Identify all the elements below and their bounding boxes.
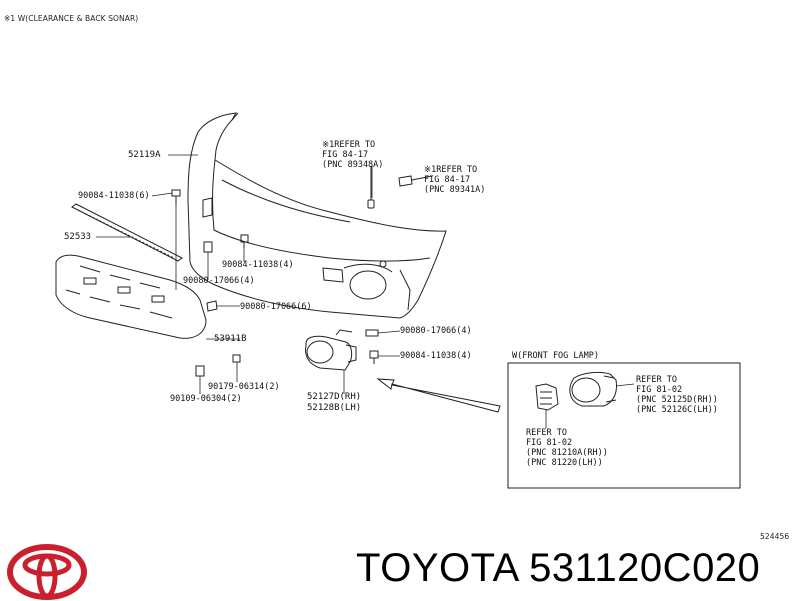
- label-refer-89348a: ※1REFER TO FIG 84-17 (PNC 89348A): [322, 140, 384, 170]
- figure-number: 524456: [760, 532, 790, 541]
- label-90084-11038-6: 90084-11038(6): [78, 191, 150, 201]
- lower-spoiler-drawing: [55, 254, 207, 339]
- fog-lamp-drawing: [305, 329, 357, 371]
- inset-title: W(FRONT FOG LAMP): [512, 351, 599, 361]
- label-90080-17066-4b: 90080-17066(4): [400, 326, 472, 336]
- toyota-logo-icon: [7, 544, 87, 600]
- label-53911b: 53911B: [214, 334, 247, 344]
- label-52533: 52533: [64, 232, 92, 242]
- inset-refer-bulb: REFER TO FIG 81-02 (PNC 81210A(RH)) (PNC…: [526, 428, 608, 468]
- sonar-sensor-1: [367, 199, 375, 209]
- clip-90179: [232, 354, 241, 363]
- label-90179-06314: 90179-06314(2): [208, 382, 280, 392]
- leader-lines: [96, 154, 401, 394]
- screw-90084-4a: [240, 234, 249, 248]
- inset-fog-bulb: [535, 383, 559, 428]
- retainer-strip-drawing: [71, 203, 183, 262]
- screw-90084-6: [171, 189, 181, 205]
- sonar-sensor-2: [398, 175, 413, 187]
- clip-90080-4b: [365, 329, 379, 337]
- label-52128b-lh: 52128B(LH): [307, 403, 362, 413]
- screw-90084-4b: [369, 350, 379, 364]
- clip-90080-6: [206, 300, 218, 312]
- bumper-cover-drawing: [187, 112, 447, 319]
- brand-part-number: TOYOTA 531120C020: [356, 546, 761, 590]
- label-90109-06304: 90109-06304(2): [170, 394, 242, 404]
- label-refer-89341a: ※1REFER TO FIG 84-17 (PNC 89341A): [424, 165, 486, 195]
- label-52127d-rh: 52127D(RH): [307, 392, 362, 402]
- label-90080-17066-6: 90080-17066(6): [240, 302, 312, 312]
- screw-90109: [195, 365, 205, 377]
- label-90084-11038-4a: 90084-11038(4): [222, 260, 294, 270]
- label-90084-11038-4b: 90084-11038(4): [400, 351, 472, 361]
- inset-fog-lamp-unit: [569, 371, 635, 407]
- header-note: ※1 W(CLEARANCE & BACK SONAR): [4, 14, 139, 23]
- inset-frame: [507, 362, 741, 489]
- label-90080-17066-4a: 90080-17066(4): [183, 276, 255, 286]
- label-52119a: 52119A: [128, 150, 161, 160]
- clip-90080-4a: [203, 241, 213, 253]
- inset-pointer-arrow: [376, 378, 501, 413]
- inset-refer-fog-lamp: REFER TO FIG 81-02 (PNC 52125D(RH)) (PNC…: [636, 375, 718, 415]
